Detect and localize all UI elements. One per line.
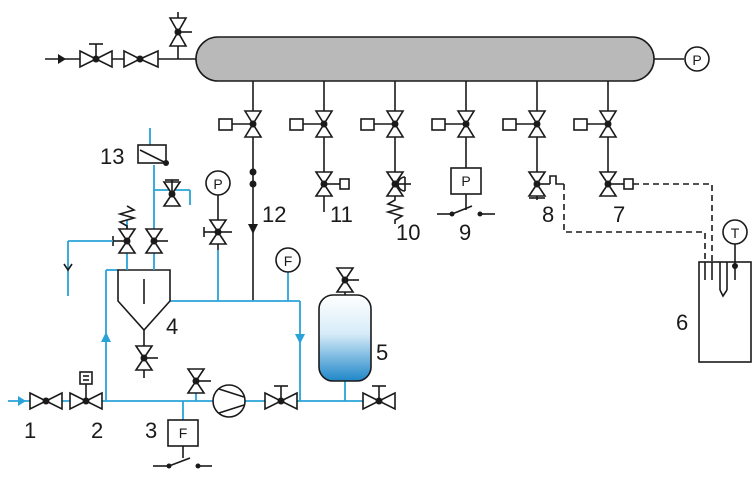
flow-gauge-label: F <box>284 253 293 269</box>
label-4: 4 <box>166 314 178 339</box>
branch-9-pressure-switch-label: P <box>461 173 470 189</box>
branch-10 <box>360 81 411 224</box>
label-11: 11 <box>330 202 353 227</box>
label-8: 8 <box>542 202 554 227</box>
label-3: 3 <box>145 418 157 443</box>
tank-6-thermometer-label: T <box>731 225 740 241</box>
header-vessel: P <box>195 36 710 82</box>
separator-4 <box>63 165 171 378</box>
branch-12 <box>218 81 263 300</box>
reference-tank-6: T <box>698 219 752 363</box>
label-5: 5 <box>376 340 388 365</box>
label-9: 9 <box>459 220 471 245</box>
branch-pressure-gauge-label: P <box>213 176 222 192</box>
label-10: 10 <box>396 220 420 245</box>
label-12: 12 <box>262 202 286 227</box>
label-6: 6 <box>676 310 688 335</box>
label-2: 2 <box>91 418 103 443</box>
branch-9: P <box>431 81 495 217</box>
expansion-tank-5 <box>318 267 372 401</box>
feed-line: F <box>8 368 396 469</box>
circulation-lines <box>101 250 305 401</box>
level-switch-13 <box>137 128 191 207</box>
branch-7 <box>573 81 713 262</box>
flow-switch-3-label: F <box>179 425 188 441</box>
header-inlet-line <box>45 12 196 69</box>
branch-11 <box>289 81 350 212</box>
label-13: 13 <box>100 144 124 169</box>
flow-gauge: F <box>275 247 301 273</box>
header-pressure-gauge-label: P <box>692 52 701 68</box>
pressure-gauge-branch: P <box>203 170 232 250</box>
label-1: 1 <box>24 418 36 443</box>
branch-8 <box>502 81 706 262</box>
label-7: 7 <box>613 202 625 227</box>
